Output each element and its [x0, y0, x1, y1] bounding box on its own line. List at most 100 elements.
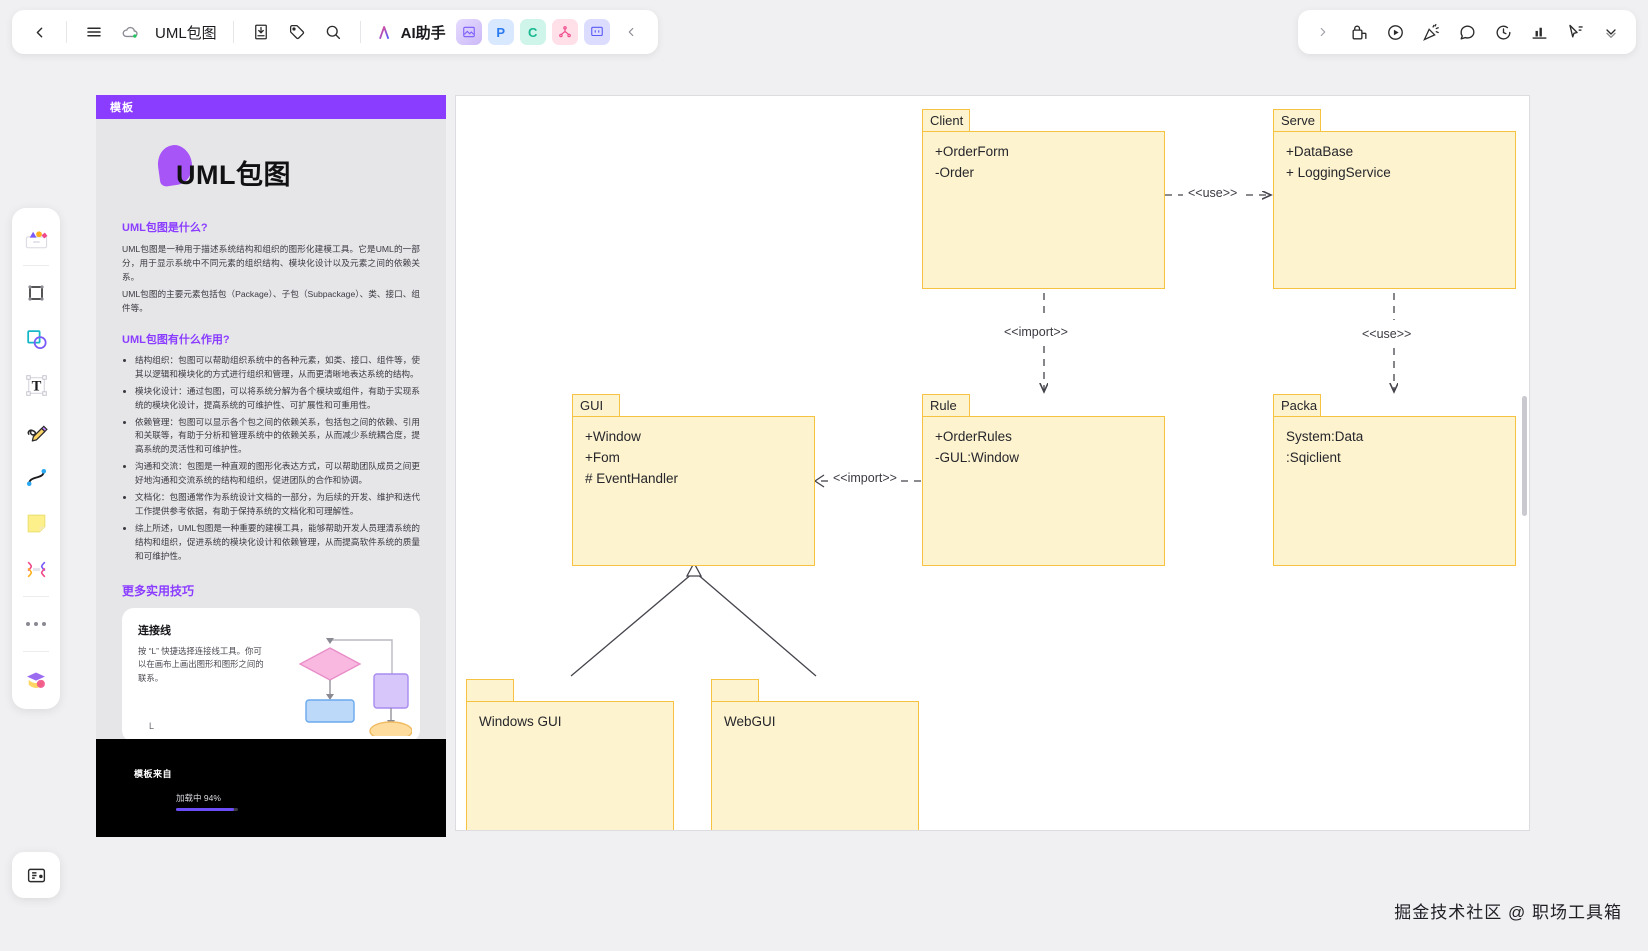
template-preview-panel: 模板 UML包图 UML包图是什么? UML包图是一种用于描述系统结构和组织的图…	[96, 95, 446, 837]
toolbar-divider-3	[359, 21, 361, 43]
document-title[interactable]: UML包图	[155, 24, 217, 42]
edge-label-import-left: <<import>>	[1001, 325, 1071, 339]
rail-divider-1	[23, 265, 49, 266]
package-gui-line-1: +Window	[585, 429, 641, 444]
package-client[interactable]: Client +OrderForm -Order	[922, 109, 1165, 289]
toolbar-divider-2	[232, 21, 234, 43]
package-packa-tab[interactable]: Packa	[1273, 394, 1321, 416]
package-windows-gui-tab[interactable]	[466, 679, 514, 701]
left-tool-rail: T	[12, 208, 60, 709]
hamburger-menu-icon[interactable]	[77, 15, 111, 49]
package-rule-tab[interactable]: Rule	[922, 394, 970, 416]
package-server-line-1: +DataBase	[1286, 144, 1354, 159]
sidebar-item-pen-tool[interactable]	[16, 409, 56, 453]
package-rule-body[interactable]: +OrderRules -GUL:Window	[922, 416, 1165, 566]
confetti-icon[interactable]	[1414, 15, 1448, 49]
app-chip-ppt-app[interactable]: P	[487, 19, 514, 45]
package-rule[interactable]: Rule +OrderRules -GUL:Window	[922, 394, 1165, 566]
app-chip-chat-app[interactable]	[583, 19, 610, 45]
sidebar-item-table-tool[interactable]	[16, 547, 56, 591]
sidebar-item-shape-tool[interactable]	[16, 317, 56, 361]
template-section1-paragraph-1: UML包图是一种用于描述系统结构和组织的图形化建模工具。它是UML的一部分，用于…	[122, 244, 420, 283]
top-toolbar: UML包图 AI助手 P C	[12, 10, 658, 54]
toolbar-collapse-button[interactable]	[614, 15, 648, 49]
sidebar-item-frame-tool[interactable]	[16, 271, 56, 315]
template-section1-paragraph-2: UML包图的主要元素包括包（Package）、子包（Subpackage）、类、…	[122, 288, 420, 313]
list-item: 依赖管理：包图可以显示各个包之间的依赖关系，包括包之间的依赖、引用和关联等，有助…	[135, 416, 420, 458]
sidebar-item-assets-tool[interactable]	[16, 657, 56, 701]
template-section1-heading: UML包图是什么?	[122, 222, 208, 234]
package-gui-body[interactable]: +Window +Fom # EventHandler	[572, 416, 815, 566]
package-gui-tab[interactable]: GUI	[572, 394, 620, 416]
package-windows-gui-label: Windows GUI	[479, 714, 562, 729]
template-source-label: 模板来自	[134, 769, 173, 779]
history-clock-icon[interactable]	[1486, 15, 1520, 49]
template-title: UML包图	[176, 160, 291, 190]
tag-icon[interactable]	[280, 15, 314, 49]
more-dots-icon	[26, 622, 46, 626]
download-icon[interactable]	[244, 15, 278, 49]
package-gui[interactable]: GUI +Window +Fom # EventHandler	[572, 394, 815, 566]
package-webgui[interactable]: WebGUI	[711, 679, 919, 830]
package-server-line-2: + LoggingService	[1286, 164, 1391, 180]
template-title-wrap: UML包图	[122, 142, 420, 197]
cloud-saved-icon	[113, 15, 147, 49]
sidebar-item-text-tool[interactable]: T	[16, 363, 56, 407]
template-tips-heading: 更多实用技巧	[122, 583, 195, 598]
chart-bar-icon[interactable]	[1522, 15, 1556, 49]
package-server-body[interactable]: +DataBase + LoggingService	[1273, 131, 1516, 289]
template-badge: 模板	[96, 95, 446, 119]
lock-share-icon[interactable]	[1342, 15, 1376, 49]
edge-label-use-right: <<use>>	[1359, 327, 1415, 341]
toolbar-more-button[interactable]	[1594, 15, 1628, 49]
back-button[interactable]	[22, 15, 56, 49]
ai-assistant-button[interactable]: AI助手	[371, 22, 452, 43]
template-section2-heading: UML包图有什么作用?	[122, 333, 230, 346]
tips-card-shortcut-key: L	[149, 720, 155, 731]
package-client-tab[interactable]: Client	[922, 109, 970, 131]
package-webgui-label: WebGUI	[724, 714, 776, 729]
package-server-tab[interactable]: Serve	[1273, 109, 1321, 131]
search-icon[interactable]	[316, 15, 350, 49]
package-rule-line-1: +OrderRules	[935, 429, 1012, 444]
tips-card[interactable]: 连接线 按 “L” 快捷选择连接线工具。你可以在画布上画出图形和图形之间的联系。…	[122, 607, 420, 742]
canvas-scrollbar[interactable]	[1522, 396, 1527, 516]
package-windows-gui-body[interactable]: Windows GUI	[466, 701, 674, 830]
comment-icon[interactable]	[1450, 15, 1484, 49]
app-chip-image-app[interactable]	[455, 19, 482, 45]
edge-label-import-mid: <<import>>	[830, 471, 900, 485]
package-packa-body[interactable]: System:Data :Sqiclient	[1273, 416, 1516, 566]
package-server[interactable]: Serve +DataBase + LoggingService	[1273, 109, 1516, 289]
list-item: 文档化：包图通常作为系统设计文档的一部分，为后续的开发、维护和迭代工作提供参考依…	[135, 491, 420, 519]
package-packa-line-2: :Sqiclient	[1286, 449, 1341, 465]
package-webgui-tab[interactable]	[711, 679, 759, 701]
list-item: 综上所述，UML包图是一种重要的建模工具，能够帮助开发人员理清系统的结构和组织，…	[135, 522, 420, 564]
tips-mini-diagram-icon	[298, 637, 412, 736]
loading-indicator: 加载中 94%	[176, 792, 446, 811]
package-client-body[interactable]: +OrderForm -Order	[922, 131, 1165, 289]
package-packa[interactable]: Packa System:Data :Sqiclient	[1273, 394, 1516, 566]
toolbar-divider-1	[66, 21, 67, 43]
play-circle-icon[interactable]	[1378, 15, 1412, 49]
svg-text:T: T	[31, 378, 41, 394]
sidebar-item-sticky-note-tool[interactable]	[16, 501, 56, 545]
presentation-tool-button[interactable]	[12, 852, 60, 898]
tips-card-text: 按 “L” 快捷选择连接线工具。你可以在画布上画出图形和图形之间的联系。	[138, 645, 264, 683]
toolbar-expand-button[interactable]	[1306, 15, 1340, 49]
rail-divider-2	[23, 596, 49, 597]
package-windows-gui[interactable]: Windows GUI	[466, 679, 674, 830]
package-gui-line-3: # EventHandler	[585, 470, 679, 486]
app-chip-flow-app[interactable]	[551, 19, 578, 45]
sidebar-item-more-tools[interactable]	[16, 602, 56, 646]
diagram-canvas[interactable]: Client +OrderForm -Order Serve +DataBase…	[455, 95, 1530, 831]
cursor-presence-icon[interactable]	[1558, 15, 1592, 49]
sidebar-item-templates-tool[interactable]	[16, 216, 56, 260]
template-body: UML包图 UML包图是什么? UML包图是一种用于描述系统结构和组织的图形化建…	[96, 119, 446, 742]
app-chip-mindmap-app[interactable]: C	[519, 19, 546, 45]
sidebar-item-connector-tool[interactable]	[16, 455, 56, 499]
watermark-text: 掘金技术社区 @ 职场工具箱	[1394, 903, 1622, 922]
package-webgui-body[interactable]: WebGUI	[711, 701, 919, 830]
list-item: 模块化设计：通过包图，可以将系统分解为各个模块或组件，有助于实现系统的模块化设计…	[135, 385, 420, 413]
package-rule-line-2: -GUL:Window	[935, 449, 1020, 465]
